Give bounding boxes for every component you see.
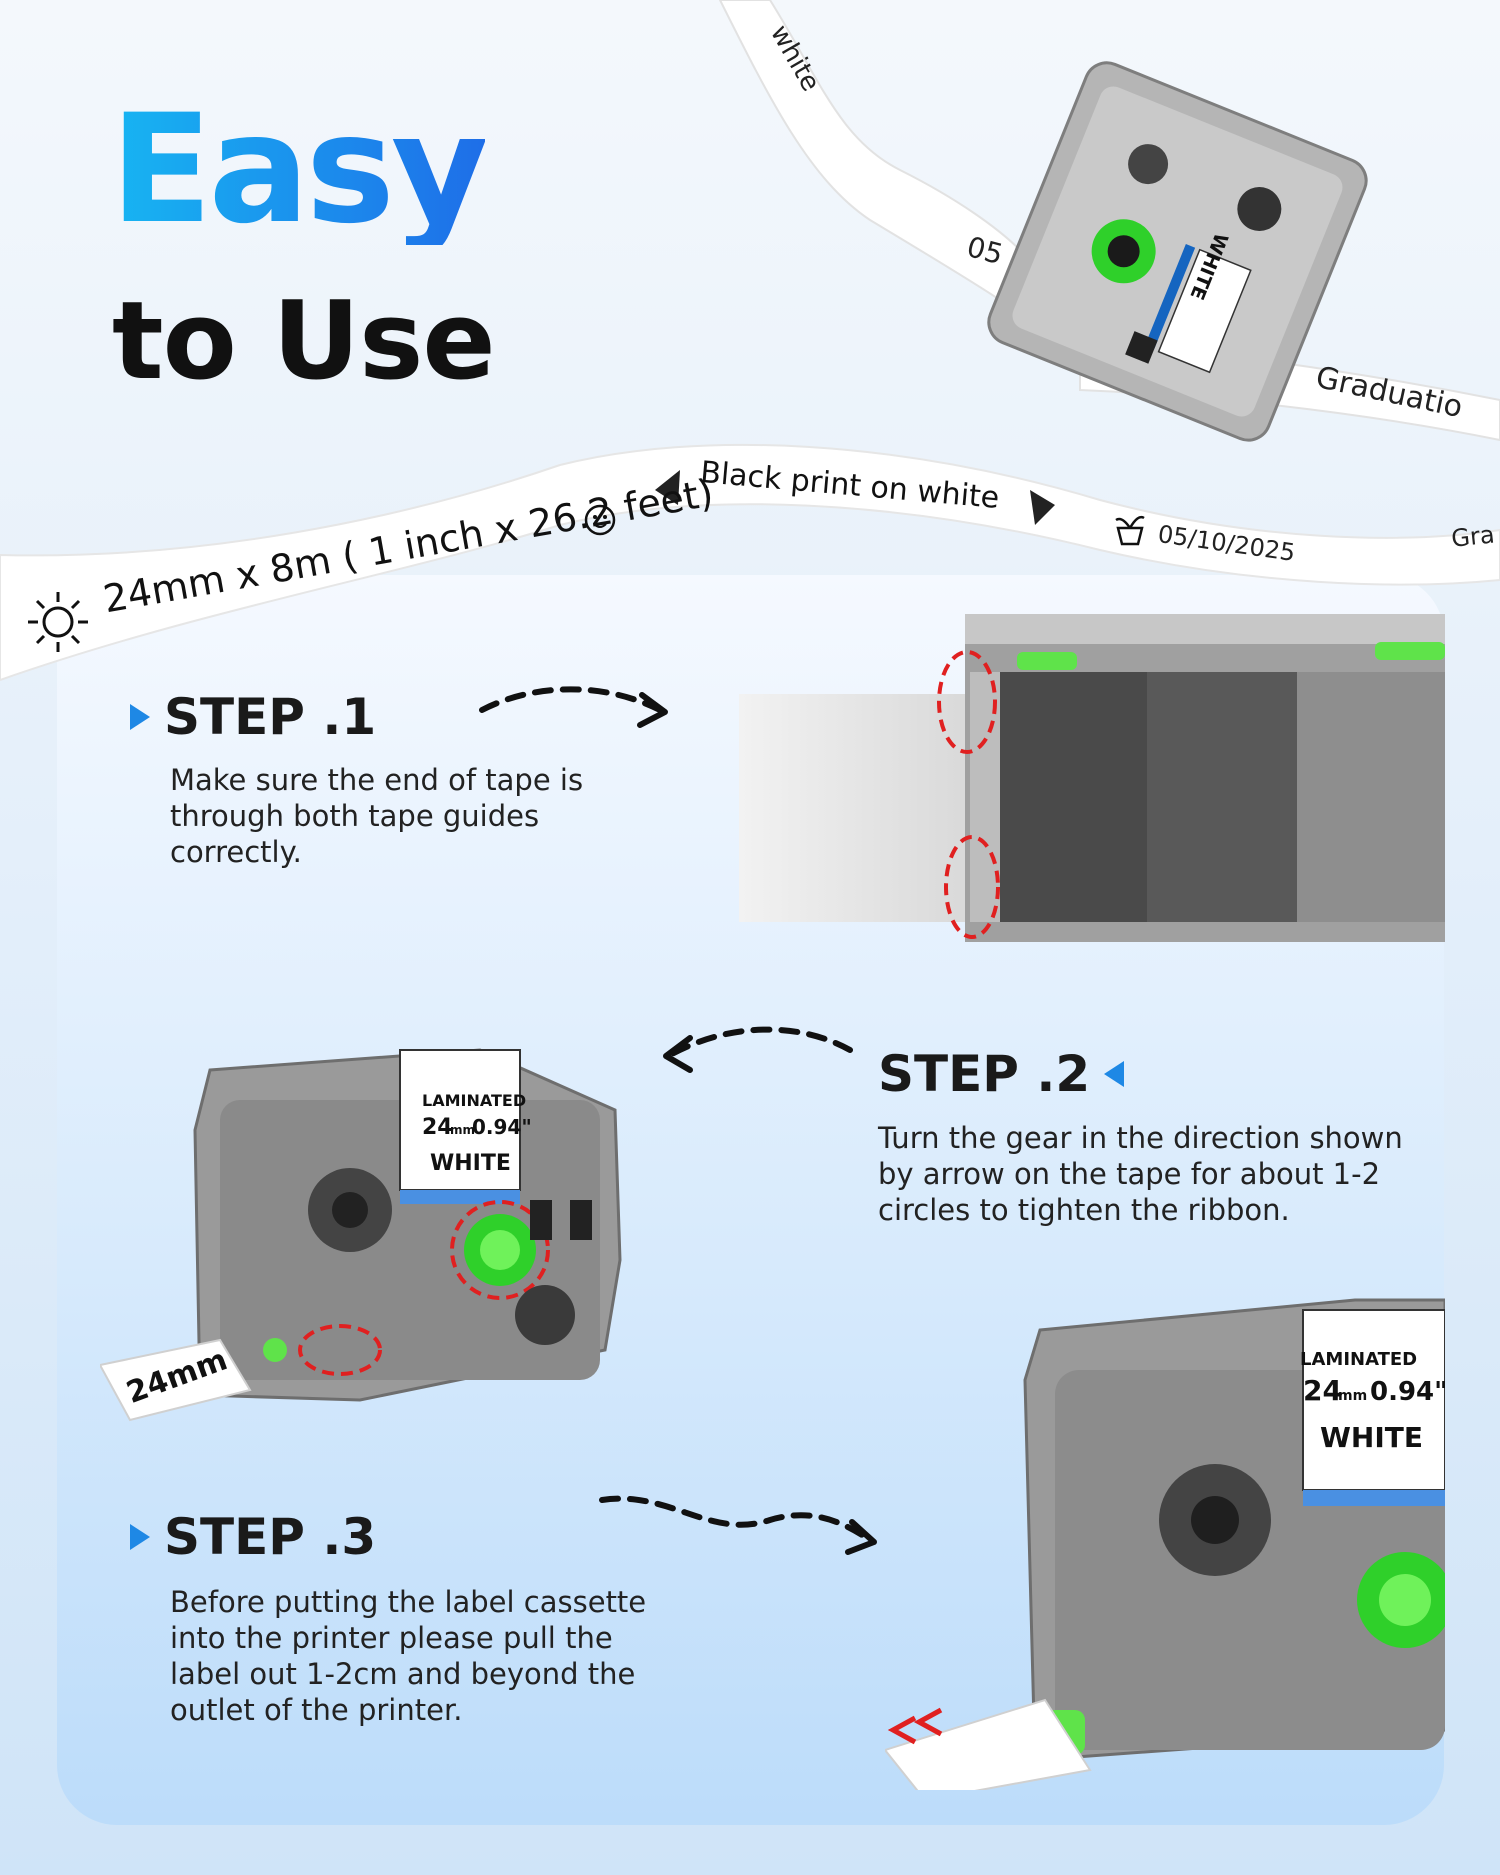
step-2-desc-line: by arrow on the tape for about 1-2 [878, 1157, 1381, 1191]
step-2-label-size: 24 [422, 1115, 453, 1140]
step-3-heading-text: STEP .3 [164, 1508, 377, 1566]
plant-icon [1115, 515, 1145, 546]
tape-gra-text: Gra [1450, 520, 1496, 553]
step-1-arrow-icon [479, 686, 668, 728]
step-3-desc-line: into the printer please pull the [170, 1621, 613, 1655]
step-3-label-size: 24 [1303, 1374, 1342, 1407]
step-3-label-color: WHITE [1320, 1421, 1423, 1454]
step-3-desc-line: label out 1-2cm and beyond the [170, 1657, 636, 1691]
step-2-heading-text: STEP .2 [878, 1045, 1091, 1103]
step-1-tape-guide-photo [739, 614, 1445, 942]
step-3-label-laminated: LAMINATED [1300, 1349, 1417, 1370]
step-2-label-unit: mm [450, 1123, 475, 1137]
smiley-icon [584, 504, 616, 536]
step-3-arrow-icon [599, 1495, 877, 1555]
step-3-cassette-illustration: LAMINATED 24 mm 0.94" WHITE [885, 1298, 1445, 1790]
step-1-heading: STEP .1 [130, 688, 376, 746]
step-1-description: Make sure the end of tape is through bot… [170, 762, 583, 870]
step-1-desc-line: correctly. [170, 835, 302, 869]
step-2-arrow-icon [663, 1026, 853, 1073]
step-2-desc-line: Turn the gear in the direction shown [878, 1121, 1403, 1155]
step-3-heading: STEP .3 [130, 1508, 376, 1566]
step-1-marker-icon [130, 704, 150, 730]
step-3-marker-icon [130, 1524, 150, 1550]
top-cassette-illustration [987, 61, 1368, 442]
step-1-desc-line: Make sure the end of tape is [170, 763, 584, 797]
title-easy: Easy [110, 83, 489, 257]
step-3-desc-line: outlet of the printer. [170, 1693, 463, 1727]
step-2-description: Turn the gear in the direction shown by … [878, 1120, 1403, 1228]
step-3-label-unit: mm [1338, 1388, 1367, 1404]
title-to-use: to Use [112, 279, 496, 404]
step-2-heading: STEP .2 [878, 1045, 1125, 1103]
step-2-marker-icon [1104, 1061, 1125, 1087]
step-2-label-laminated: LAMINATED [422, 1091, 526, 1110]
step-3-desc-line: Before putting the label cassette [170, 1585, 647, 1619]
step-2-cassette-illustration: LAMINATED 24 mm 0.94" WHITE [100, 1048, 622, 1422]
step-3-description: Before putting the label cassette into t… [170, 1584, 646, 1728]
step-2-label-inch: 0.94" [472, 1115, 532, 1139]
step-1-desc-line: through both tape guides [170, 799, 540, 833]
step-2-desc-line: circles to tighten the ribbon. [878, 1193, 1290, 1227]
step-2-label-color: WHITE [430, 1151, 511, 1176]
step-1-heading-text: STEP .1 [164, 688, 377, 746]
sun-icon [28, 592, 88, 652]
step-3-label-inch: 0.94" [1370, 1377, 1445, 1407]
